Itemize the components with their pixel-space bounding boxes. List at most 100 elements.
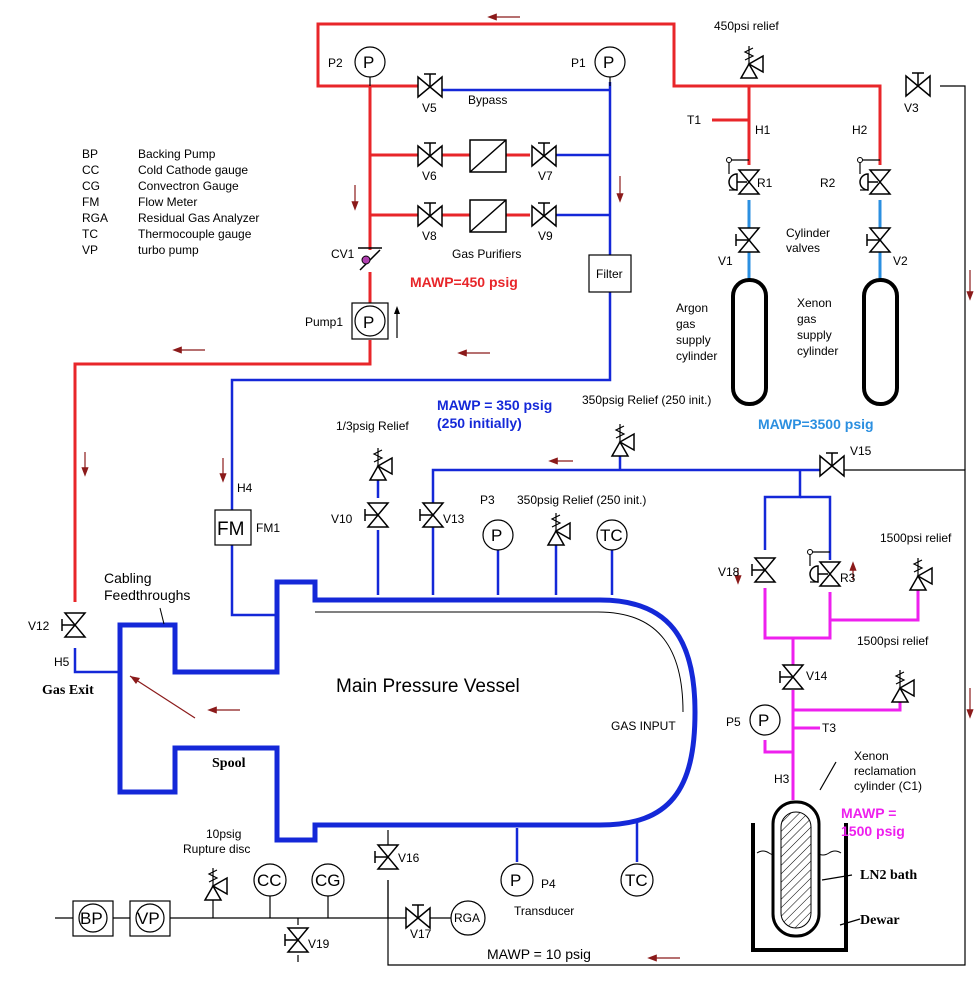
svg-text:V17: V17 — [410, 927, 432, 941]
dewar — [751, 761, 861, 952]
cv1-check-valve[interactable] — [358, 247, 382, 271]
svg-text:V16: V16 — [398, 851, 420, 865]
v18-valve[interactable] — [751, 557, 776, 583]
relief-350-vessel[interactable] — [547, 512, 571, 546]
svg-text:V10: V10 — [331, 512, 353, 526]
v5-valve[interactable] — [417, 73, 443, 98]
legend-abbr-6: VP — [82, 243, 98, 257]
legend-desc-2: Convectron Gauge — [138, 179, 239, 193]
legend-desc-4: Residual Gas Analyzer — [138, 211, 259, 225]
mawp-cyl: MAWP=3500 psig — [758, 416, 874, 432]
relief-350-top[interactable] — [611, 423, 635, 457]
svg-text:CC: CC — [257, 871, 282, 890]
svg-text:1500psi relief: 1500psi relief — [857, 634, 929, 648]
svg-text:V7: V7 — [538, 169, 553, 183]
svg-text:Spool: Spool — [212, 756, 246, 771]
svg-text:R1: R1 — [757, 176, 773, 190]
purifier-1 — [469, 139, 507, 173]
svg-text:V6: V6 — [422, 169, 437, 183]
svg-text:VP: VP — [137, 909, 160, 928]
legend-desc-3: Flow Meter — [138, 195, 197, 209]
svg-text:P3: P3 — [480, 493, 495, 507]
p1-gauge: P — [594, 46, 626, 86]
v6-valve[interactable] — [417, 142, 443, 167]
svg-text:1500psi relief: 1500psi relief — [880, 531, 952, 545]
svg-text:P: P — [363, 53, 374, 72]
magenta-piping — [763, 588, 920, 800]
svg-text:Main Pressure Vessel: Main Pressure Vessel — [336, 676, 520, 697]
svg-text:H1: H1 — [755, 123, 771, 137]
tc-gauge-top: TC — [596, 519, 628, 551]
svg-text:P: P — [363, 313, 374, 332]
v12-valve[interactable] — [61, 612, 86, 638]
v19-valve[interactable] — [284, 927, 309, 953]
mawp-blue: MAWP = 350 psig(250 initially) — [437, 397, 552, 431]
v17-valve[interactable] — [405, 904, 431, 929]
v1-valve[interactable] — [735, 227, 760, 253]
svg-text:RGA: RGA — [454, 911, 480, 925]
v8-valve[interactable] — [417, 202, 443, 227]
relief-1500-a[interactable] — [909, 557, 933, 591]
svg-text:V8: V8 — [422, 229, 437, 243]
svg-text:P: P — [510, 871, 521, 890]
legend-abbr-4: RGA — [82, 211, 108, 225]
relief-third-psig[interactable] — [369, 447, 393, 481]
legend-abbr-3: FM — [82, 195, 99, 209]
cg-gauge: CG — [311, 863, 345, 897]
svg-text:Pump1: Pump1 — [305, 315, 343, 329]
p4-gauge: P — [500, 863, 534, 897]
svg-text:P1: P1 — [571, 56, 586, 70]
v2-valve[interactable] — [866, 227, 891, 253]
v14-valve[interactable] — [779, 664, 804, 690]
v13-valve[interactable] — [419, 502, 444, 528]
svg-text:350psig Relief (250 init.): 350psig Relief (250 init.) — [517, 493, 646, 507]
v3-valve[interactable] — [905, 72, 931, 97]
filter-label: Filter — [596, 267, 623, 281]
svg-text:V9: V9 — [538, 229, 553, 243]
cc-gauge: CC — [253, 863, 287, 897]
v7-valve[interactable] — [531, 142, 557, 167]
legend-desc-6: turbo pump — [138, 243, 199, 257]
rupture-disc[interactable] — [204, 867, 228, 901]
blue-piping — [73, 82, 832, 862]
v15-valve[interactable] — [819, 452, 845, 477]
cyl-valves-l1: Cylinder — [786, 226, 830, 240]
rga-gauge: RGA — [450, 900, 486, 936]
svg-text:BP: BP — [80, 909, 103, 928]
r2-regulator[interactable] — [856, 156, 891, 195]
svg-text:H5: H5 — [54, 655, 70, 669]
svg-text:GAS INPUT: GAS INPUT — [611, 719, 676, 733]
svg-text:R3: R3 — [840, 571, 856, 585]
flow-arrows — [81, 13, 974, 962]
relief-450[interactable] — [740, 45, 764, 79]
purifier-2 — [469, 199, 507, 233]
svg-text:P: P — [758, 711, 769, 730]
svg-text:Gas Exit: Gas Exit — [42, 683, 94, 698]
svg-text:Transducer: Transducer — [514, 904, 574, 918]
component-labels: P2 P1 V5 Bypass V6 V7 V8 V9 Gas Purifier… — [28, 19, 952, 951]
main-pressure-vessel — [117, 579, 698, 843]
v16-valve[interactable] — [374, 844, 399, 870]
legend-abbr-2: CG — [82, 179, 100, 193]
svg-text:Dewar: Dewar — [860, 913, 900, 928]
svg-text:V12: V12 — [28, 619, 50, 633]
r3-regulator[interactable] — [806, 548, 841, 587]
relief-1500-b[interactable] — [891, 669, 915, 703]
legend-abbr-0: BP — [82, 147, 98, 161]
legend: BP Backing Pump CC Cold Cathode gauge CG… — [82, 147, 259, 257]
svg-text:350psig Relief (250 init.): 350psig Relief (250 init.) — [582, 393, 711, 407]
v9-valve[interactable] — [531, 202, 557, 227]
legend-desc-5: Thermocouple gauge — [138, 227, 252, 241]
svg-text:H2: H2 — [852, 123, 868, 137]
svg-text:FM1: FM1 — [256, 521, 280, 535]
svg-text:V5: V5 — [422, 101, 437, 115]
r1-regulator[interactable] — [725, 156, 760, 195]
legend-desc-0: Backing Pump — [138, 147, 216, 161]
svg-text:R2: R2 — [820, 176, 836, 190]
svg-text:TC: TC — [600, 526, 623, 545]
v10-valve[interactable] — [364, 502, 389, 528]
